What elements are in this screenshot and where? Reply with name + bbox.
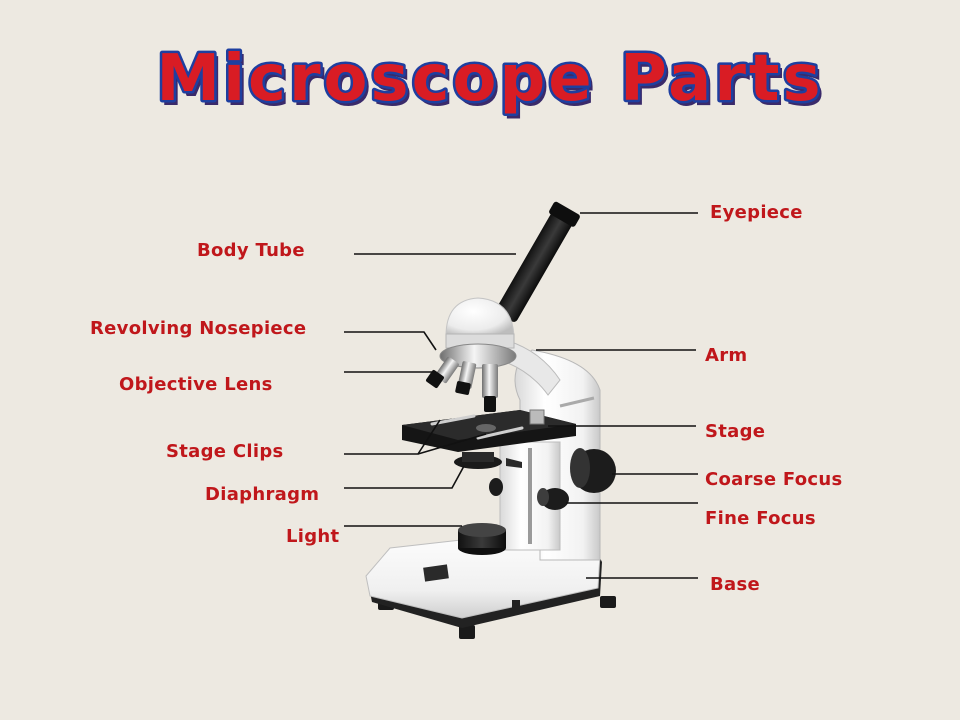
label-revolving-nosepiece: Revolving Nosepiece bbox=[90, 318, 307, 339]
rack-track bbox=[528, 448, 532, 544]
base-logo-plate bbox=[423, 564, 449, 582]
label-stage-clips: Stage Clips bbox=[166, 441, 284, 462]
body-tube bbox=[496, 208, 574, 322]
power-switch bbox=[512, 600, 520, 608]
microscope-illustration bbox=[365, 201, 616, 639]
revolving-nosepiece bbox=[439, 343, 517, 369]
label-light: Light bbox=[286, 526, 340, 547]
objective-lens bbox=[482, 364, 498, 398]
stage-clip bbox=[476, 426, 524, 440]
left-knob bbox=[489, 478, 503, 496]
base-foot bbox=[459, 625, 475, 639]
stage-aperture bbox=[476, 424, 496, 432]
fine-focus-knob-ridge bbox=[537, 488, 549, 506]
objective-lenses bbox=[426, 356, 498, 412]
label-base: Base bbox=[710, 574, 760, 595]
diaphragm-holder bbox=[462, 452, 494, 462]
clip-holder bbox=[529, 409, 545, 425]
label-fine-focus: Fine Focus bbox=[705, 508, 816, 529]
light-top bbox=[458, 523, 506, 537]
base-foot bbox=[600, 596, 616, 608]
title: Microscope Parts Microscope Parts bbox=[154, 40, 826, 122]
diaphragm-lever bbox=[506, 458, 522, 468]
stage-lever bbox=[559, 396, 595, 408]
leader-line-stage-clip-2 bbox=[417, 433, 487, 455]
title-text: Microscope Parts bbox=[156, 42, 823, 116]
label-eyepiece: Eyepiece bbox=[710, 202, 803, 223]
coarse-focus-knob-ridge bbox=[570, 448, 590, 488]
leader-line-diaphragm bbox=[344, 465, 465, 489]
label-objective-lens: Objective Lens bbox=[119, 374, 273, 395]
objective-lens-tip bbox=[484, 396, 496, 412]
label-arm: Arm bbox=[705, 345, 748, 366]
label-diaphragm: Diaphragm bbox=[205, 484, 320, 505]
objective-lens-tip bbox=[426, 370, 444, 388]
label-body-tube: Body Tube bbox=[197, 240, 305, 261]
title-shadow: Microscope Parts bbox=[159, 46, 826, 120]
eyepiece bbox=[549, 201, 580, 227]
leader-lines bbox=[344, 212, 698, 579]
objective-lens-tip bbox=[455, 381, 471, 395]
label-stage: Stage bbox=[705, 421, 766, 442]
leader-line-revolving-nosepiece bbox=[344, 331, 437, 351]
label-coarse-focus: Coarse Focus bbox=[705, 469, 843, 490]
microscope-head bbox=[445, 297, 515, 337]
